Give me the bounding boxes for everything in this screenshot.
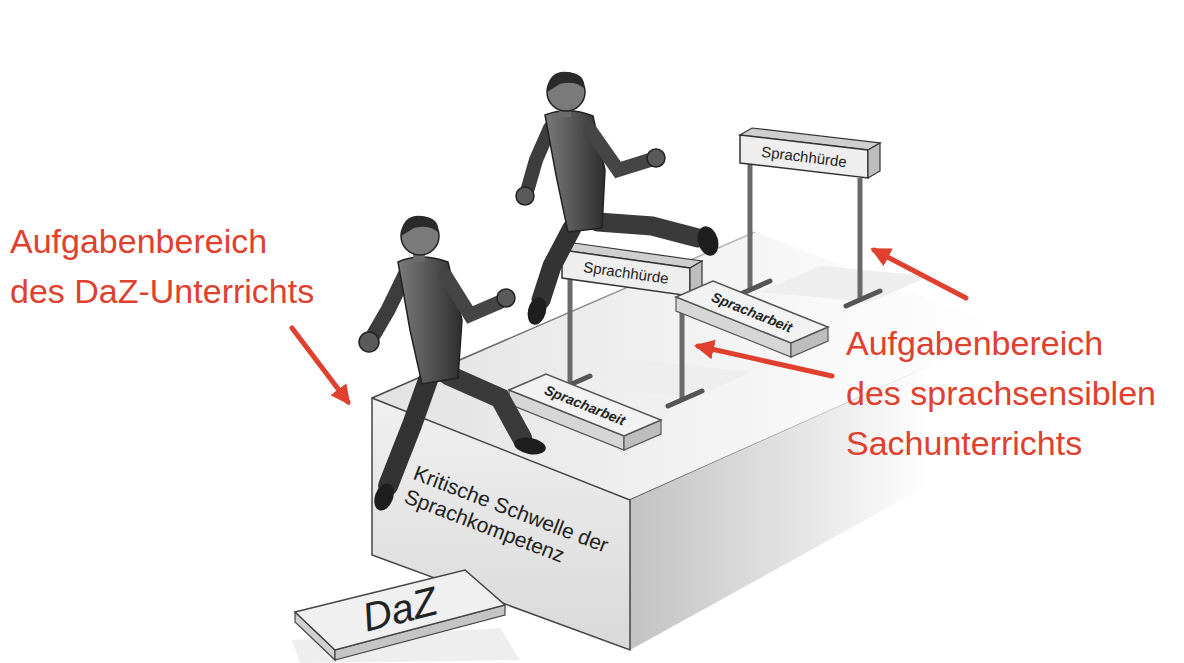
runner-leg — [541, 228, 572, 300]
callout-arrow — [292, 328, 348, 402]
daz-block-top — [295, 570, 505, 650]
runner-hair — [547, 72, 584, 92]
annotation-label: Aufgabenbereich des sprachsensiblen Sach… — [846, 318, 1162, 468]
annotation-text: Aufgabenbereich des DaZ-Unterrichts — [10, 222, 314, 310]
callout-arrow — [874, 250, 966, 298]
hurdle-board — [740, 135, 868, 178]
runner-figure — [359, 216, 547, 513]
runner-arm — [445, 275, 500, 315]
runner-leg — [448, 375, 522, 438]
runner-arm — [590, 130, 650, 170]
hurdle-post — [568, 278, 573, 385]
runner-shoe — [525, 295, 550, 327]
hurdle-post — [858, 178, 863, 300]
annotation-text: Aufgabenbereich des sprachsensiblen Sach… — [846, 324, 1156, 462]
runner-shoe — [513, 435, 547, 456]
runner-figure — [516, 72, 722, 327]
runner-arm — [528, 128, 550, 188]
hurdle-foot — [846, 291, 880, 306]
runner-shoe — [694, 224, 721, 258]
runner-fist — [647, 149, 665, 167]
runner-leg — [598, 222, 698, 238]
hurdle-post — [748, 163, 753, 290]
runner-fist — [516, 187, 534, 205]
hurdle-shadow — [580, 360, 752, 398]
runner-hair — [401, 216, 438, 236]
hurdle-board-side — [868, 143, 880, 178]
work-block-top — [509, 374, 661, 436]
hurdle-shadow — [760, 266, 930, 302]
callout-arrow — [698, 346, 832, 376]
runner-fist — [359, 332, 379, 352]
runner-fist — [497, 289, 515, 307]
runner-arm — [374, 275, 405, 334]
hurdle-foot — [668, 391, 702, 406]
annotation-label: Aufgabenbereich des DaZ-Unterrichts — [10, 216, 326, 316]
hurdle-board — [562, 250, 690, 296]
work-block-top — [676, 281, 828, 343]
runner-shoe — [371, 481, 397, 513]
